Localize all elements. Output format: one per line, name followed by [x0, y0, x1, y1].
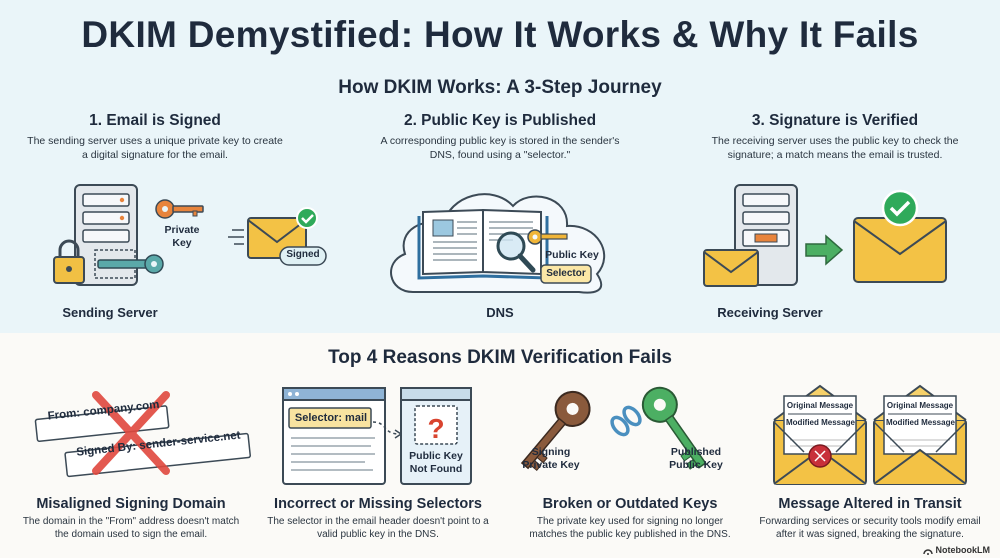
from-card	[34, 405, 170, 442]
step-3-text: The receiving server uses the public key…	[711, 135, 959, 161]
padlock-icon	[53, 239, 85, 284]
reason-4: Message Altered in Transit Forwarding se…	[745, 496, 995, 541]
step-1-title: 1. Email is Signed	[89, 112, 221, 129]
sending-server-illustration	[53, 184, 327, 286]
selector-field	[288, 407, 372, 429]
receiving-server-caption: Receiving Server	[717, 305, 823, 320]
public-key-not-found-label: Public Key Not Found	[409, 450, 463, 475]
modified-message-label-2: Modified Message	[886, 418, 955, 427]
selector-label: Selector	[546, 268, 586, 279]
altered-message-illustration	[773, 384, 967, 485]
branding: NotebookLM	[922, 545, 991, 555]
published-public-key-icon	[641, 386, 707, 470]
missing-selector-illustration: ?	[282, 387, 472, 485]
question-mark-icon: ?	[427, 413, 444, 444]
broken-chain-icon	[610, 405, 642, 437]
public-key-label: Public Key	[545, 249, 599, 261]
arrow-right-icon	[805, 234, 844, 266]
reason-3-title: Broken or Outdated Keys	[542, 496, 718, 512]
teal-key-icon	[97, 254, 164, 274]
public-key-icon	[527, 229, 568, 245]
failures-heading: Top 4 Reasons DKIM Verification Fails	[328, 347, 672, 368]
selector-tag	[540, 264, 592, 284]
branding-label: NotebookLM	[935, 545, 991, 555]
sending-server-caption: Sending Server	[62, 305, 158, 320]
email-header-window	[282, 387, 386, 485]
step-1-text: The sending server uses a unique private…	[27, 135, 283, 161]
step-2: 2. Public Key is Published A correspondi…	[350, 112, 650, 163]
misaligned-domain-illustration	[34, 391, 251, 478]
reason-3: Broken or Outdated Keys The private key …	[505, 496, 755, 541]
old-signing-key-icon	[520, 390, 591, 471]
signing-slot	[94, 249, 136, 279]
check-badge-icon	[296, 207, 318, 229]
notebooklm-logo-icon	[922, 548, 933, 555]
reason-4-title: Message Altered in Transit	[778, 496, 962, 512]
server-icon	[74, 184, 138, 286]
receiving-server-illustration	[703, 184, 947, 287]
step-1: 1. Email is Signed The sending server us…	[5, 112, 305, 163]
reason-1: Misaligned Signing Domain The domain in …	[6, 496, 256, 541]
reason-3-text: The private key used for signing no long…	[529, 516, 731, 540]
modified-envelope-icon	[873, 384, 967, 485]
how-it-works-heading: How DKIM Works: A 3-Step Journey	[338, 77, 662, 98]
reason-1-text: The domain in the "From" address doesn't…	[22, 516, 240, 540]
step-3-title: 3. Signature is Verified	[751, 112, 919, 129]
step-2-title: 2. Public Key is Published	[403, 112, 597, 129]
step-2-text: A corresponding public key is stored in …	[380, 135, 620, 161]
signed-pill	[279, 246, 327, 266]
original-message-label-2: Original Message	[886, 401, 954, 410]
page-title: DKIM Demystified: How It Works & Why It …	[81, 14, 919, 55]
private-key-icon	[155, 199, 204, 219]
reason-2: Incorrect or Missing Selectors The selec…	[253, 496, 503, 541]
modified-message-label-1: Modified Message	[786, 418, 855, 427]
signed-label: Signed	[286, 249, 320, 260]
private-key-label: Private Key	[164, 224, 200, 249]
step-3: 3. Signature is Verified The receiving s…	[685, 112, 985, 163]
sealed-envelope-icon	[773, 384, 867, 485]
dns-record-window	[400, 387, 472, 485]
trusted-envelope-icon	[853, 217, 947, 283]
reason-2-title: Incorrect or Missing Selectors	[274, 496, 482, 512]
incoming-envelope-icon	[703, 249, 759, 287]
original-message-label-1: Original Message	[786, 401, 854, 410]
reason-1-title: Misaligned Signing Domain	[36, 496, 226, 512]
reason-4-text: Forwarding services or security tools mo…	[759, 516, 981, 540]
signing-private-key-label: Signing Private Key	[522, 446, 580, 471]
red-x-icon	[92, 391, 170, 475]
motion-lines	[228, 229, 244, 245]
reason-2-text: The selector in the email header doesn't…	[267, 516, 489, 540]
broken-keys-illustration	[520, 386, 707, 471]
dashed-arrow	[372, 421, 400, 435]
dns-caption: DNS	[486, 305, 514, 320]
dns-cloud-illustration	[390, 193, 606, 294]
selector-mail-label: Selector: mail	[294, 412, 368, 424]
magnifier-icon	[496, 231, 536, 273]
published-public-key-label: Published Public Key	[669, 446, 723, 471]
verified-check-icon	[881, 189, 919, 227]
